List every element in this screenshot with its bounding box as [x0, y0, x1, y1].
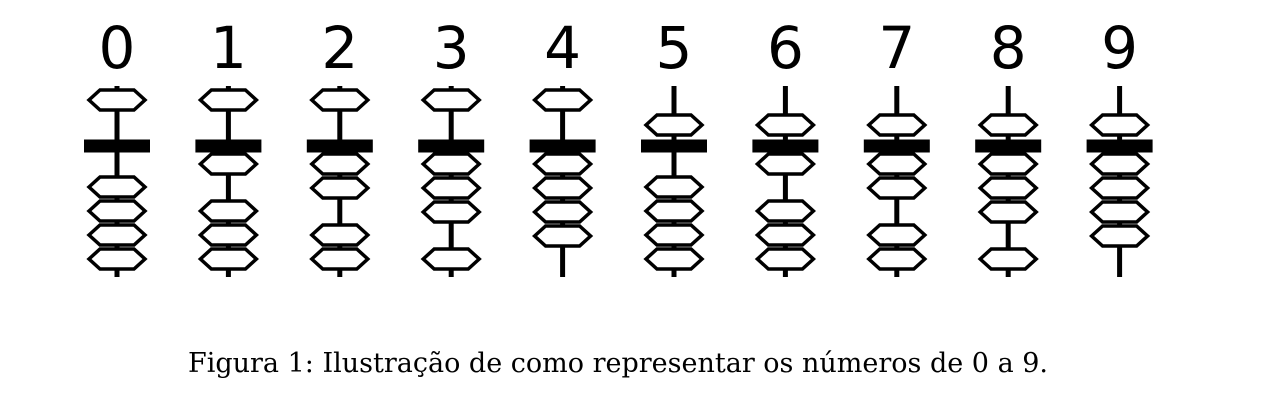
lower-bead — [309, 247, 371, 271]
abacus-diagram: 0 1 2 3 4 5 6 7 8 9 — [84, 14, 1153, 277]
abacus-column-1: 1 — [195, 14, 262, 277]
digit-label: 0 — [99, 14, 136, 82]
abacus-column-4: 4 — [529, 14, 596, 277]
lower-bead — [643, 223, 705, 247]
lower-bead — [866, 176, 928, 200]
abacus-column-6: 6 — [752, 14, 819, 277]
lower-bead — [754, 223, 817, 247]
lower-bead — [643, 199, 705, 223]
abacus-column-5: 5 — [641, 14, 707, 277]
lower-bead — [866, 247, 928, 271]
upper-bead — [86, 88, 148, 112]
abacus-column-3: 3 — [418, 14, 485, 277]
lower-bead — [754, 152, 817, 176]
lower-bead — [977, 247, 1039, 271]
lower-bead — [420, 200, 482, 224]
abacus-bar — [529, 139, 596, 153]
digit-label: 7 — [878, 14, 915, 82]
lower-bead — [643, 247, 705, 271]
lower-bead — [1088, 176, 1151, 200]
lower-bead — [420, 176, 482, 200]
lower-bead — [420, 152, 482, 176]
figure-caption: Figura 1: Ilustração de como representar… — [187, 348, 1049, 379]
lower-bead — [420, 247, 482, 271]
abacus-bar — [641, 139, 707, 153]
lower-bead — [309, 223, 371, 247]
upper-bead — [1088, 113, 1151, 137]
lower-bead — [86, 175, 148, 199]
abacus-bar — [418, 139, 485, 153]
lower-bead — [309, 152, 371, 176]
digit-label: 9 — [1101, 14, 1138, 82]
digit-label: 5 — [656, 14, 693, 82]
lower-bead — [531, 152, 594, 176]
digit-label: 4 — [544, 14, 581, 82]
digit-label: 8 — [990, 14, 1027, 82]
lower-bead — [197, 223, 260, 247]
lower-bead — [754, 247, 817, 271]
upper-bead — [866, 113, 928, 137]
lower-bead — [643, 175, 705, 199]
lower-bead — [977, 152, 1039, 176]
lower-bead — [197, 247, 260, 271]
lower-bead — [754, 199, 817, 223]
lower-bead — [309, 176, 371, 200]
upper-bead — [197, 88, 260, 112]
lower-bead — [1088, 200, 1151, 224]
lower-bead — [1088, 152, 1151, 176]
lower-bead — [977, 200, 1039, 224]
digit-label: 1 — [210, 14, 247, 82]
lower-bead — [197, 199, 260, 223]
lower-bead — [866, 223, 928, 247]
upper-bead — [420, 88, 482, 112]
lower-bead — [86, 199, 148, 223]
abacus-column-0: 0 — [84, 14, 150, 277]
lower-bead — [197, 152, 260, 176]
upper-bead — [977, 113, 1039, 137]
digit-label: 2 — [321, 14, 358, 82]
lower-bead — [531, 224, 594, 248]
lower-bead — [531, 200, 594, 224]
abacus-bar — [195, 139, 262, 153]
lower-bead — [866, 152, 928, 176]
abacus-bar — [1086, 139, 1153, 153]
abacus-column-2: 2 — [306, 14, 373, 277]
lower-bead — [1088, 224, 1151, 248]
abacus-column-7: 7 — [863, 14, 930, 277]
upper-bead — [309, 88, 371, 112]
abacus-bar — [975, 139, 1042, 153]
lower-bead — [86, 223, 148, 247]
lower-bead — [977, 176, 1039, 200]
upper-bead — [531, 88, 594, 112]
upper-bead — [754, 113, 817, 137]
abacus-bar — [84, 139, 150, 153]
abacus-bar — [752, 139, 819, 153]
abacus-bar — [863, 139, 930, 153]
abacus-bar — [306, 139, 373, 153]
digit-label: 3 — [433, 14, 470, 82]
abacus-column-8: 8 — [975, 14, 1042, 277]
digit-label: 6 — [767, 14, 804, 82]
abacus-column-9: 9 — [1086, 14, 1153, 277]
upper-bead — [643, 113, 705, 137]
lower-bead — [86, 247, 148, 271]
lower-bead — [531, 176, 594, 200]
